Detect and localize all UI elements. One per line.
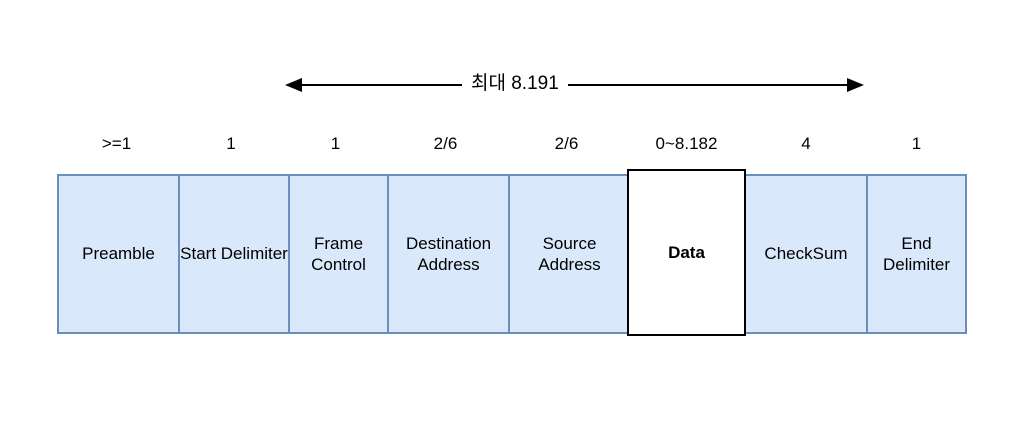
field-cell-source-address: Source Address [508,176,629,332]
arrowhead-left-icon [285,78,302,92]
field-sizes-row: >=1 1 1 2/6 2/6 0~8.182 4 1 [57,133,967,155]
arrowhead-right-icon [847,78,864,92]
field-cell-start-delimiter: Start Delimiter [178,176,288,332]
field-cell-data: Data [627,169,746,336]
max-length-dimension-arrow: 최대 8.191 [285,73,864,96]
field-cell-frame-control: Frame Control [288,176,387,332]
frame-fields-row: Preamble Start Delimiter Frame Control D… [57,169,967,336]
field-cell-checksum: CheckSum [746,176,866,332]
arrow-line-left [302,84,462,86]
field-size-source-address: 2/6 [554,134,579,153]
arrow-label: 최대 8.191 [471,73,559,94]
field-size-end-delimiter: 1 [911,134,922,153]
field-size-preamble: >=1 [101,134,132,153]
field-size-destination-address: 2/6 [433,134,458,153]
field-cell-end-delimiter: End Delimiter [866,176,965,332]
field-size-data: 0~8.182 [655,134,718,153]
field-size-frame-control: 1 [330,134,341,153]
field-cell-destination-address: Destination Address [387,176,508,332]
field-size-checksum: 4 [801,134,811,153]
arrow-line-right [567,84,847,86]
field-cell-preamble: Preamble [59,176,178,332]
field-size-start-delimiter: 1 [226,134,236,153]
